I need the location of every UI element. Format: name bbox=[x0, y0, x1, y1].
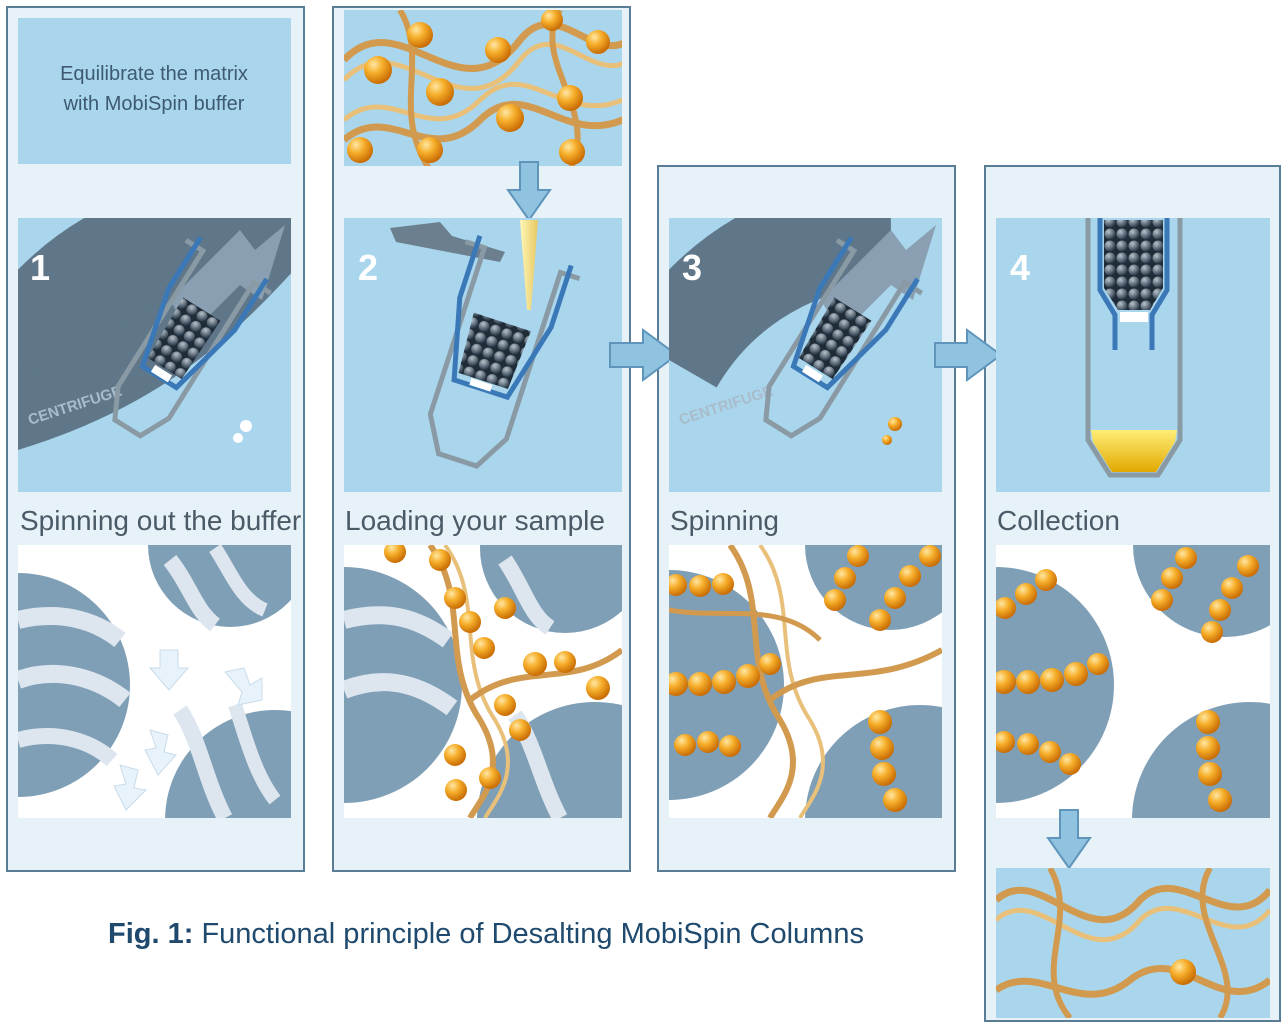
panel-1: Equilibrate the matrix with MobiSpin buf… bbox=[0, 18, 385, 930]
desalted-product-image bbox=[996, 868, 1270, 1018]
step-label-4: Collection bbox=[997, 505, 1120, 536]
step-number-4: 4 bbox=[1010, 247, 1030, 288]
step-label-2: Loading your sample bbox=[345, 505, 605, 536]
equilibrate-note-line2: with MobiSpin buffer bbox=[63, 93, 245, 115]
figure-caption-text: Functional principle of Desalting MobiSp… bbox=[201, 918, 864, 950]
sample-image-top bbox=[344, 9, 640, 170]
step-number-1: 1 bbox=[30, 247, 50, 288]
figure-caption-prefix: Fig. 1: bbox=[108, 918, 193, 950]
step-label-1: Spinning out the buffer bbox=[20, 505, 301, 536]
resin-bed bbox=[1104, 220, 1163, 310]
equilibrate-note-line1: Equilibrate the matrix bbox=[60, 63, 248, 85]
step-number-3: 3 bbox=[682, 247, 702, 288]
step-label-3: Spinning bbox=[670, 505, 779, 536]
step-number-2: 2 bbox=[358, 247, 378, 288]
equilibrate-note-box bbox=[18, 18, 291, 164]
figure-caption: Fig. 1: Functional principle of Desaltin… bbox=[108, 918, 864, 951]
